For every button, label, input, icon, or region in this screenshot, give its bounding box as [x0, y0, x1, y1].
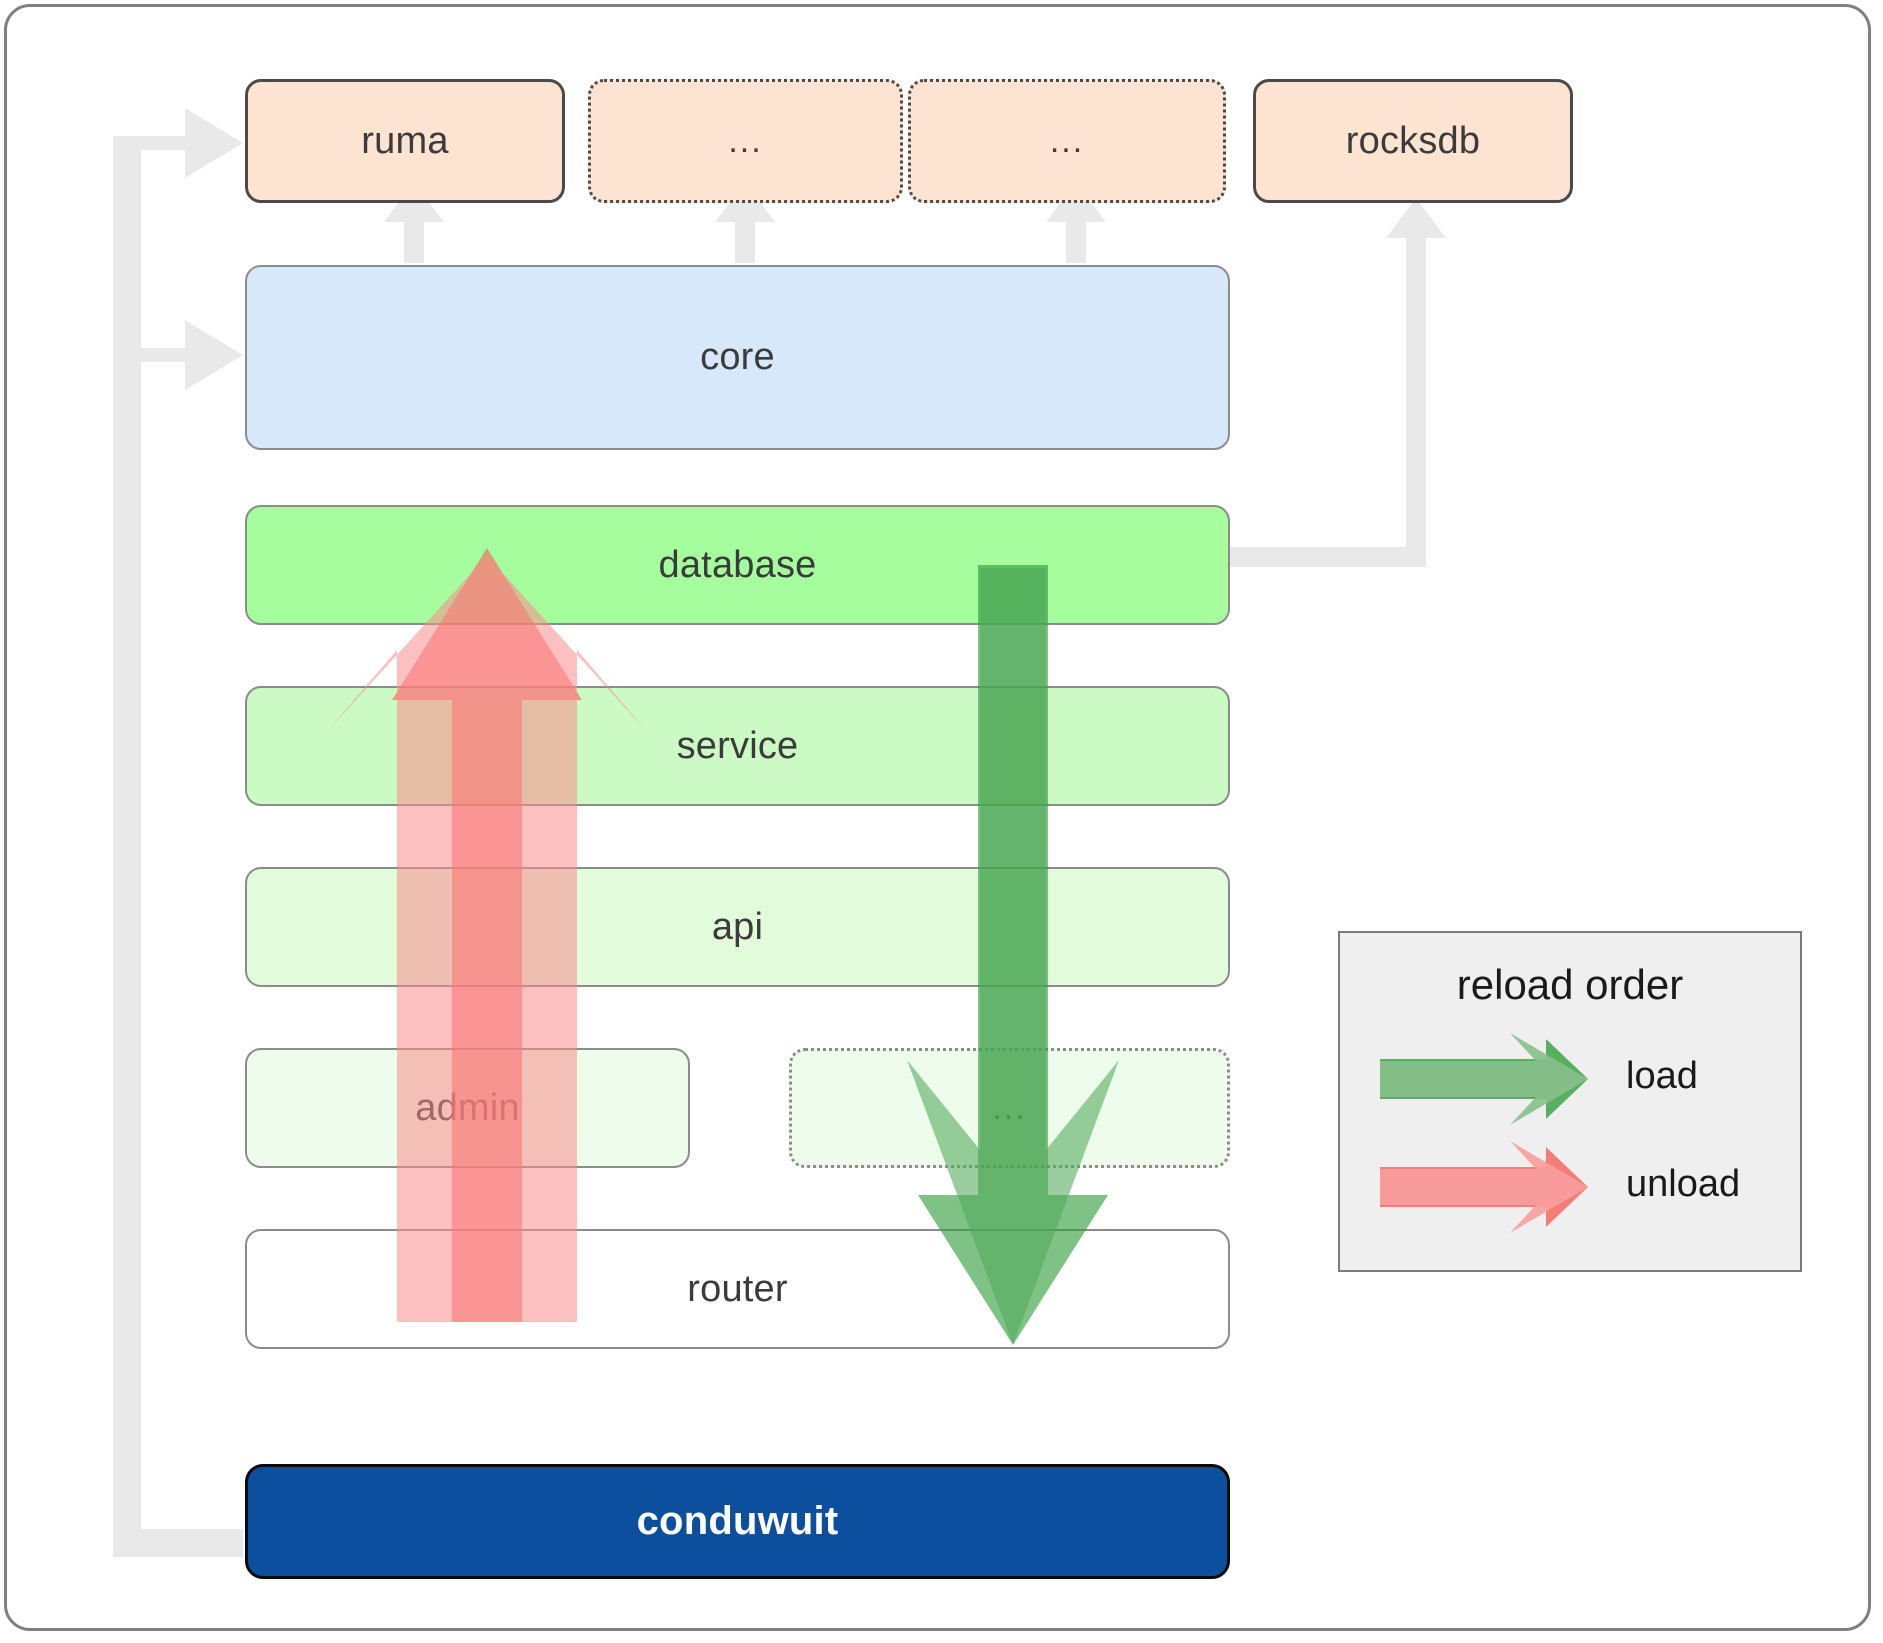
- legend-arrow-svg: [1380, 1033, 1588, 1233]
- legend-title: reload order: [1456, 961, 1684, 1008]
- dependency-box-placeholder-2: ...: [908, 79, 1226, 203]
- layer-label: ...: [992, 1088, 1027, 1127]
- diagram-frame: [4, 4, 1871, 1631]
- dependency-box-ruma: ruma: [245, 79, 565, 203]
- layer-box-placeholder: ...: [789, 1048, 1230, 1168]
- layer-box-core: core: [245, 265, 1230, 450]
- dependency-label: ...: [728, 121, 763, 160]
- layer-box-admin: admin: [245, 1048, 690, 1168]
- layer-box-service: service: [245, 686, 1230, 806]
- layer-label: router: [687, 1267, 788, 1310]
- root-box-conduwuit: conduwuit: [245, 1464, 1230, 1579]
- legend-label-load: load: [1626, 1055, 1698, 1097]
- dependency-label: ...: [1049, 121, 1085, 160]
- legend-load-arrow: [1380, 1033, 1588, 1125]
- dependency-label: rocksdb: [1345, 119, 1481, 162]
- dependency-box-placeholder-1: ...: [588, 79, 903, 203]
- layer-label: core: [700, 336, 775, 378]
- dependency-box-rocksdb: rocksdb: [1253, 79, 1573, 203]
- root-label: conduwuit: [636, 1499, 839, 1543]
- legend-panel: reload order load unload: [1338, 931, 1802, 1272]
- layer-box-api: api: [245, 867, 1230, 987]
- layer-box-database: database: [245, 505, 1230, 625]
- legend-label-unload: unload: [1626, 1163, 1741, 1205]
- legend-unload-arrow: [1380, 1141, 1588, 1233]
- layer-box-router: router: [245, 1229, 1230, 1349]
- layer-label: service: [676, 724, 799, 767]
- layer-label: admin: [415, 1086, 520, 1129]
- layer-label: api: [711, 905, 764, 948]
- layer-label: database: [658, 543, 817, 586]
- dependency-label: ruma: [361, 119, 449, 162]
